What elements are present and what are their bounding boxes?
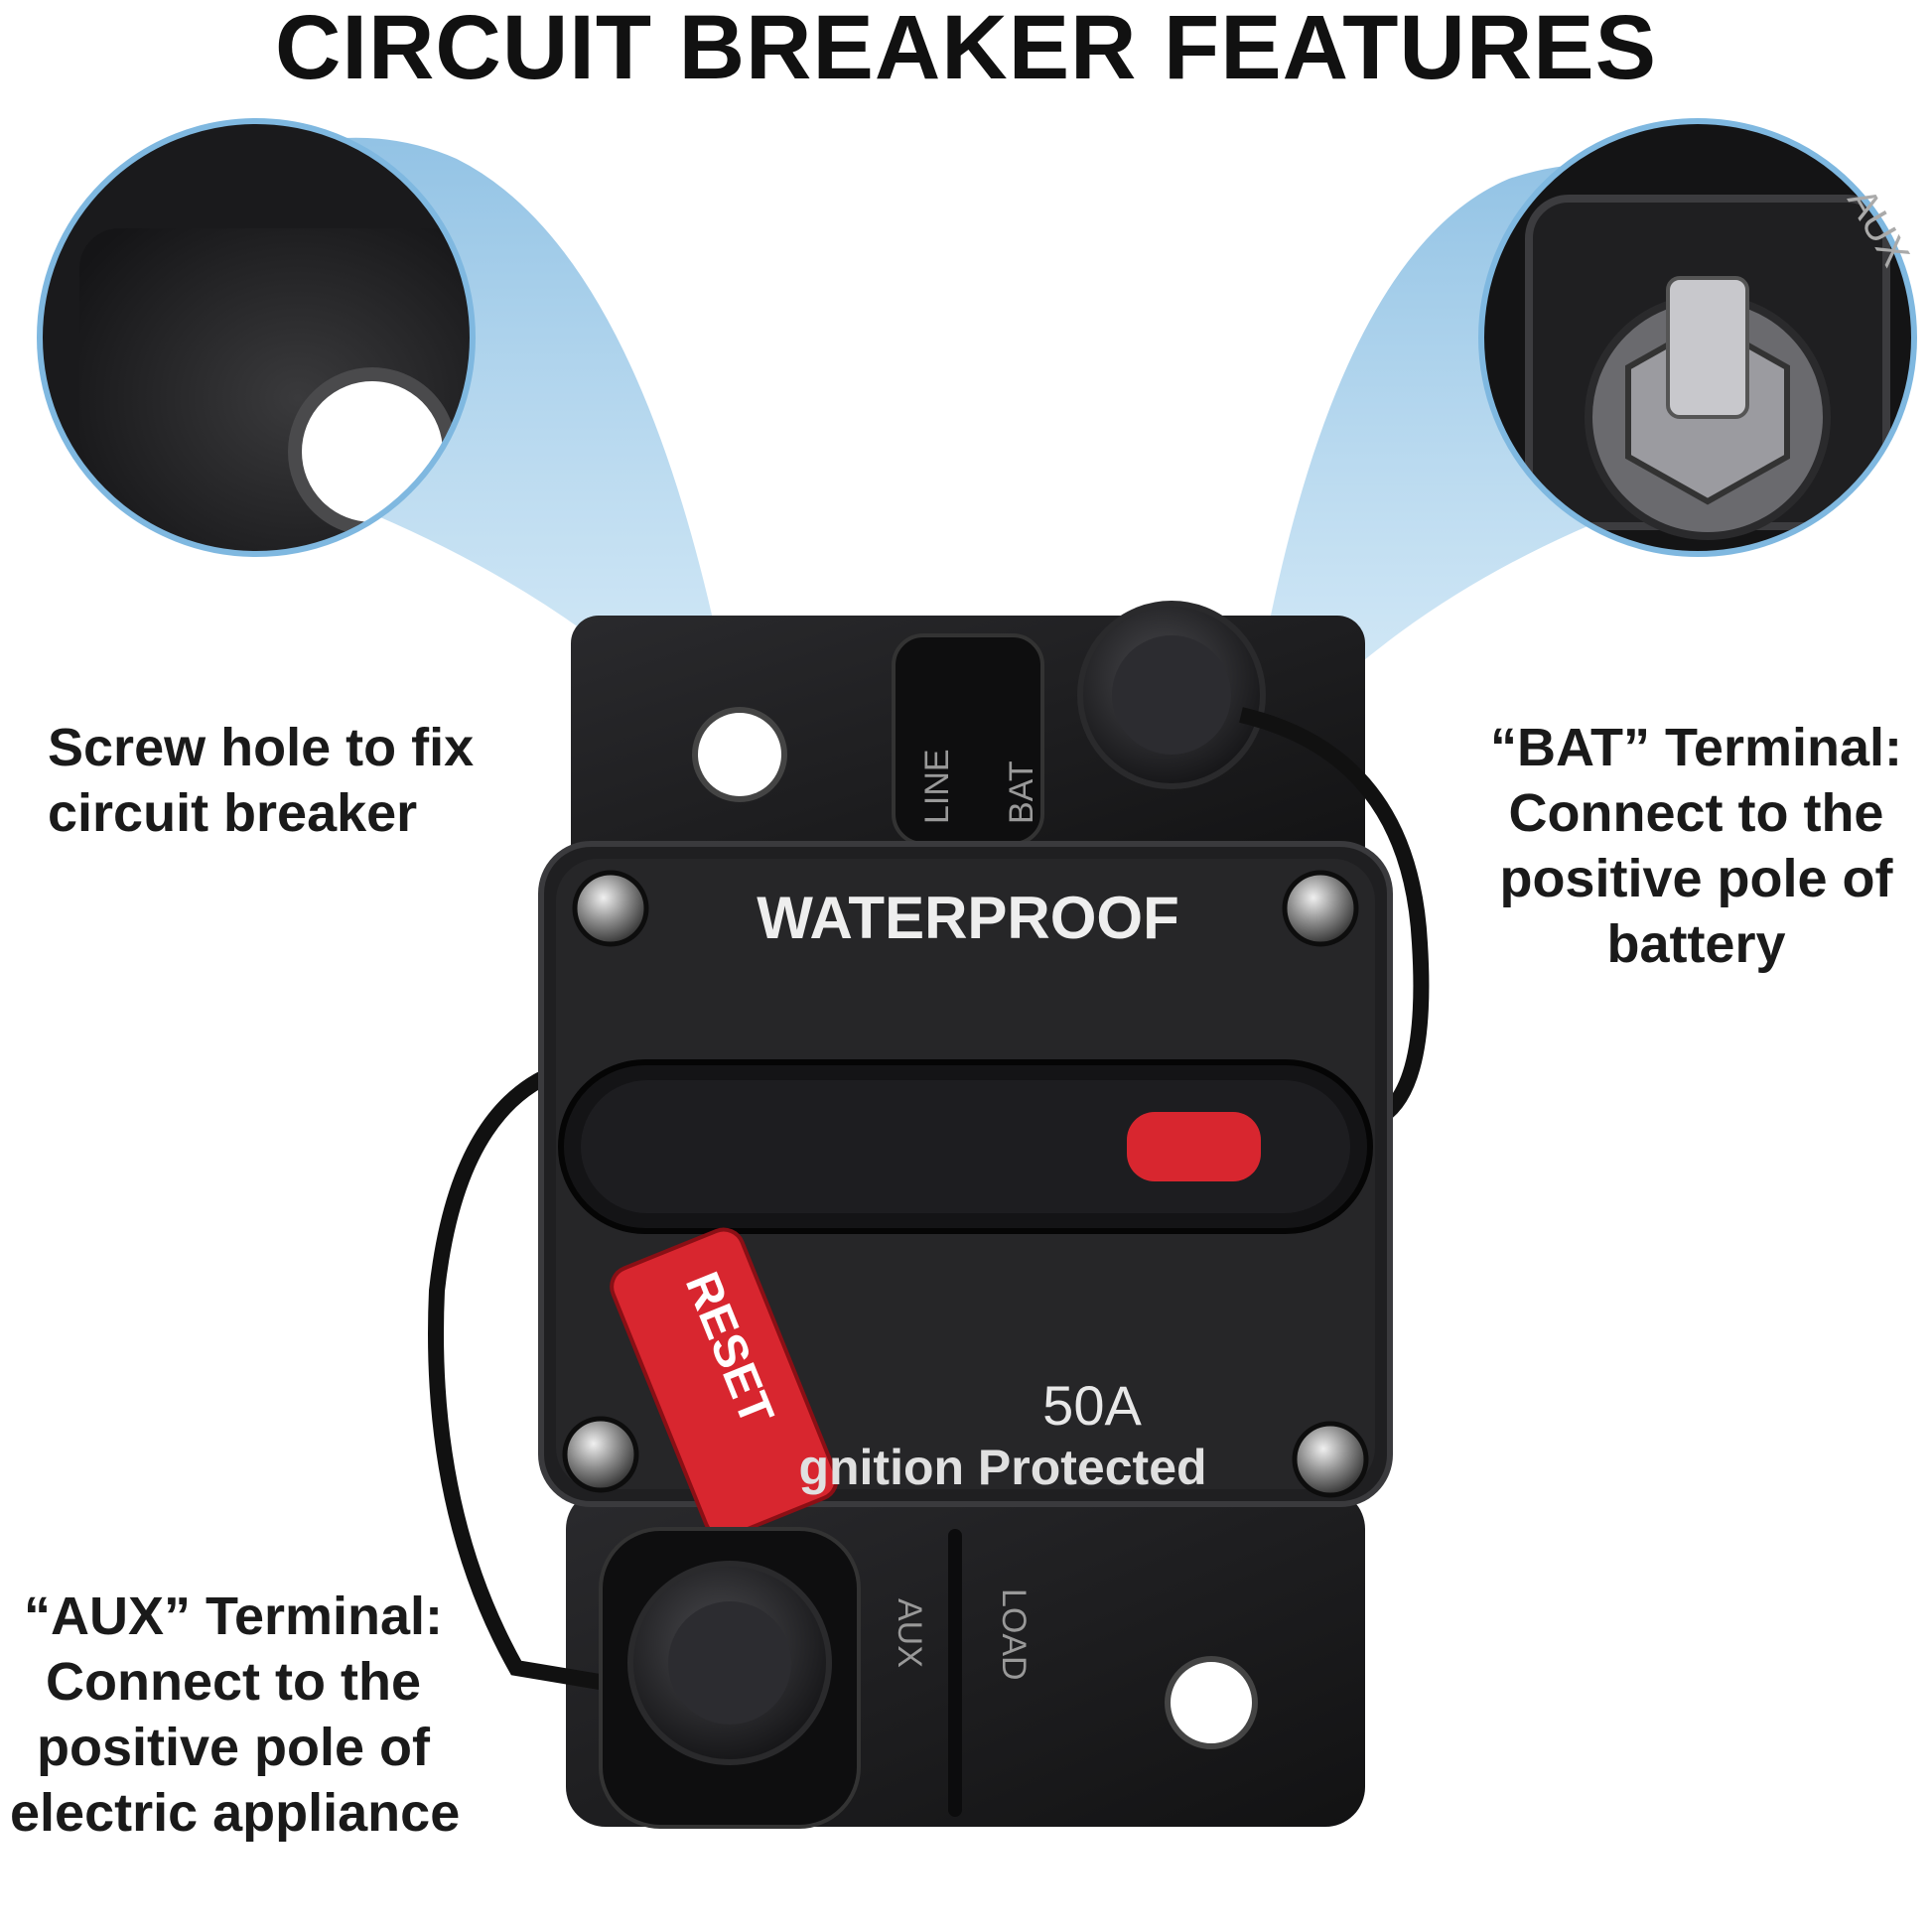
aux-terminal-callout-line2: Connect to the: [46, 1652, 421, 1712]
aux-terminal-callout-line3: positive pole of: [36, 1718, 431, 1777]
zoom-bat-terminal: [1481, 121, 1914, 554]
screw-hole-top: [692, 707, 787, 802]
corner-screw-br: [1292, 1421, 1369, 1498]
strap-right: [1239, 707, 1430, 1146]
aux-terminal-callout-line1: “AUX” Terminal:: [23, 1587, 444, 1646]
screw-hole-callout-line2: circuit breaker: [48, 783, 418, 843]
waterproof-label: WATERPROOF: [757, 885, 1179, 951]
corner-screw-tr: [1282, 870, 1359, 947]
aux-terminal-callout: “AUX” Terminal: Connect to the positive …: [10, 1584, 461, 1846]
reset-lever: [610, 1227, 839, 1539]
screw-hole-callout-line1: Screw hole to fix: [48, 718, 475, 777]
bat-terminal-callout-line4: battery: [1606, 914, 1786, 974]
aux-terminal-mark: AUX: [891, 1598, 928, 1668]
protection-label: gnition Protected: [798, 1440, 1206, 1495]
strap-left: [428, 1064, 637, 1696]
screw-hole-bottom: [1165, 1656, 1258, 1749]
trip-indicator-button: [1127, 1112, 1261, 1181]
load-terminal-mark: LOAD: [995, 1588, 1033, 1681]
rating-label: 50A: [1042, 1374, 1142, 1437]
page-title: CIRCUIT BREAKER FEATURES: [274, 0, 1658, 98]
bat-terminal-mark: BAT: [1003, 760, 1040, 824]
bat-terminal-callout-line1: “BAT” Terminal:: [1489, 718, 1902, 777]
corner-screw-bl: [562, 1416, 639, 1493]
bat-terminal-callout-line2: Connect to the: [1508, 783, 1884, 843]
aux-terminal-callout-line4: electric appliance: [10, 1783, 461, 1843]
screw-hole-callout: Screw hole to fix circuit breaker: [48, 715, 474, 846]
bat-terminal-callout-line3: positive pole of: [1499, 849, 1893, 908]
bat-terminal-callout: “BAT” Terminal: Connect to the positive …: [1490, 715, 1902, 977]
corner-screw-tl: [572, 870, 649, 947]
line-terminal-mark: LINE: [918, 749, 956, 824]
